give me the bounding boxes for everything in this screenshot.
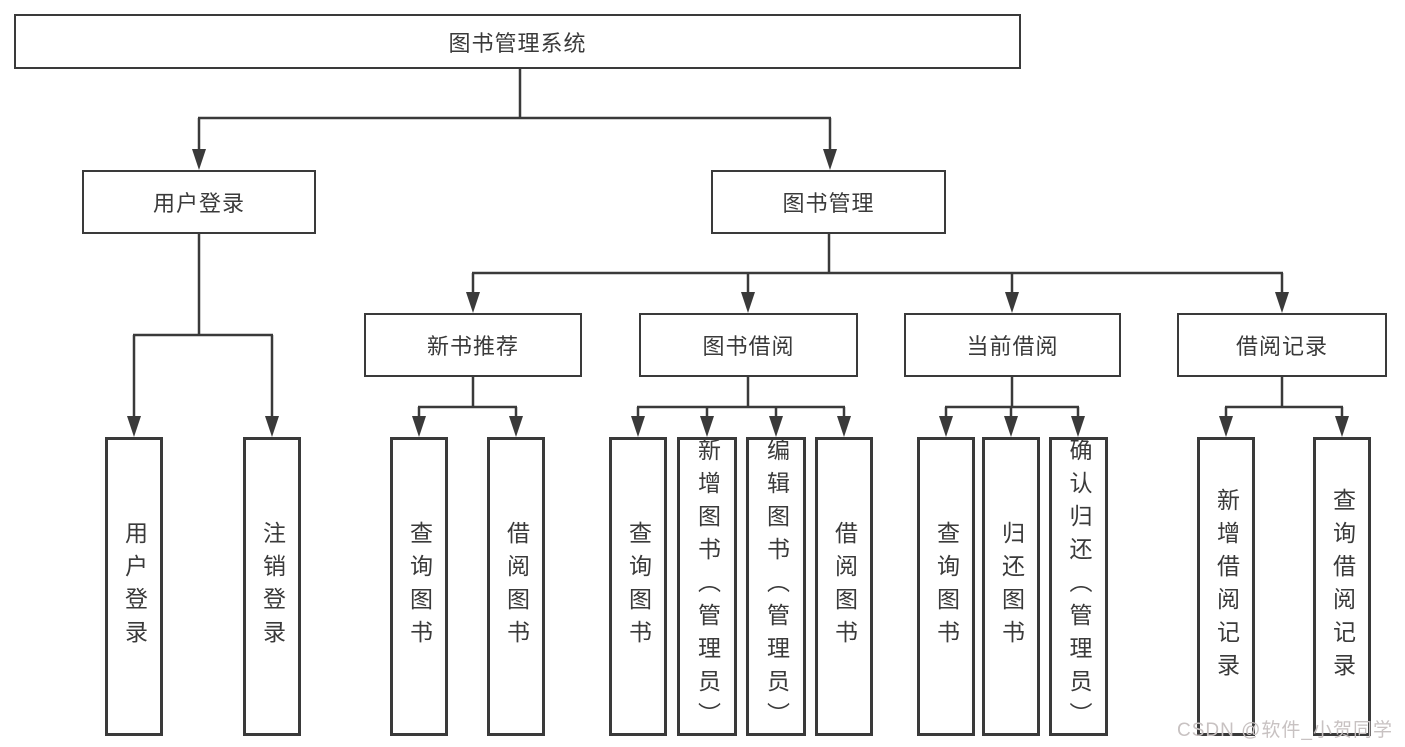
node-borrow-records: 借阅记录	[1177, 313, 1387, 377]
connector-book-management-to-level2	[466, 234, 1289, 313]
connector-borrow-records-to-leaves	[1219, 377, 1349, 437]
leaf-add-borrow-record-label: 新增借阅记录	[1213, 487, 1240, 686]
leaf-logout-label: 注销登录	[259, 520, 286, 653]
leaf-user-login: 用户登录	[105, 437, 163, 736]
connector-new-book-recommend-to-leaves	[412, 377, 523, 437]
leaf-query-books-borrowing-label: 查询图书	[625, 520, 652, 653]
node-root: 图书管理系统	[14, 14, 1021, 69]
node-current-borrowing: 当前借阅	[904, 313, 1121, 377]
connector-root-to-level1	[192, 69, 837, 170]
leaf-borrow-books: 借阅图书	[815, 437, 873, 736]
node-book-management: 图书管理	[711, 170, 946, 234]
leaf-confirm-return-admin-label: 确认归还（管理员）	[1066, 438, 1092, 735]
node-book-borrowing: 图书借阅	[639, 313, 858, 377]
leaf-return-books: 归还图书	[982, 437, 1040, 736]
connector-book-borrowing-to-leaves	[631, 377, 851, 437]
leaf-return-books-label: 归还图书	[998, 520, 1025, 653]
node-new-book-recommend: 新书推荐	[364, 313, 582, 377]
leaf-query-books-borrowing: 查询图书	[609, 437, 667, 736]
leaf-add-books-admin-label: 新增图书（管理员）	[694, 438, 721, 735]
leaf-query-books-current-label: 查询图书	[933, 520, 960, 653]
leaf-query-borrow-record-label: 查询借阅记录	[1329, 487, 1356, 686]
leaf-confirm-return-admin: 确认归还（管理员）	[1049, 437, 1108, 736]
leaf-add-books-admin: 新增图书（管理员）	[677, 437, 737, 736]
leaf-add-borrow-record: 新增借阅记录	[1197, 437, 1255, 736]
leaf-edit-books-admin: 编辑图书（管理员）	[746, 437, 806, 736]
leaf-user-login-label: 用户登录	[121, 520, 148, 653]
leaf-query-borrow-record: 查询借阅记录	[1313, 437, 1371, 736]
node-user-login: 用户登录	[82, 170, 316, 234]
connector-current-borrowing-to-leaves	[939, 377, 1085, 437]
connector-user-login-to-leaves	[127, 234, 279, 437]
leaf-query-books-current: 查询图书	[917, 437, 975, 736]
leaf-edit-books-admin-label: 编辑图书（管理员）	[763, 438, 790, 735]
leaf-borrow-books-label: 借阅图书	[831, 520, 858, 653]
leaf-query-books-recommend: 查询图书	[390, 437, 448, 736]
csdn-watermark: CSDN @软件_小贺同学	[1177, 720, 1393, 741]
leaf-logout: 注销登录	[243, 437, 301, 736]
leaf-borrow-books-recommend-label: 借阅图书	[503, 520, 530, 653]
leaf-borrow-books-recommend: 借阅图书	[487, 437, 545, 736]
leaf-query-books-recommend-label: 查询图书	[406, 520, 433, 653]
